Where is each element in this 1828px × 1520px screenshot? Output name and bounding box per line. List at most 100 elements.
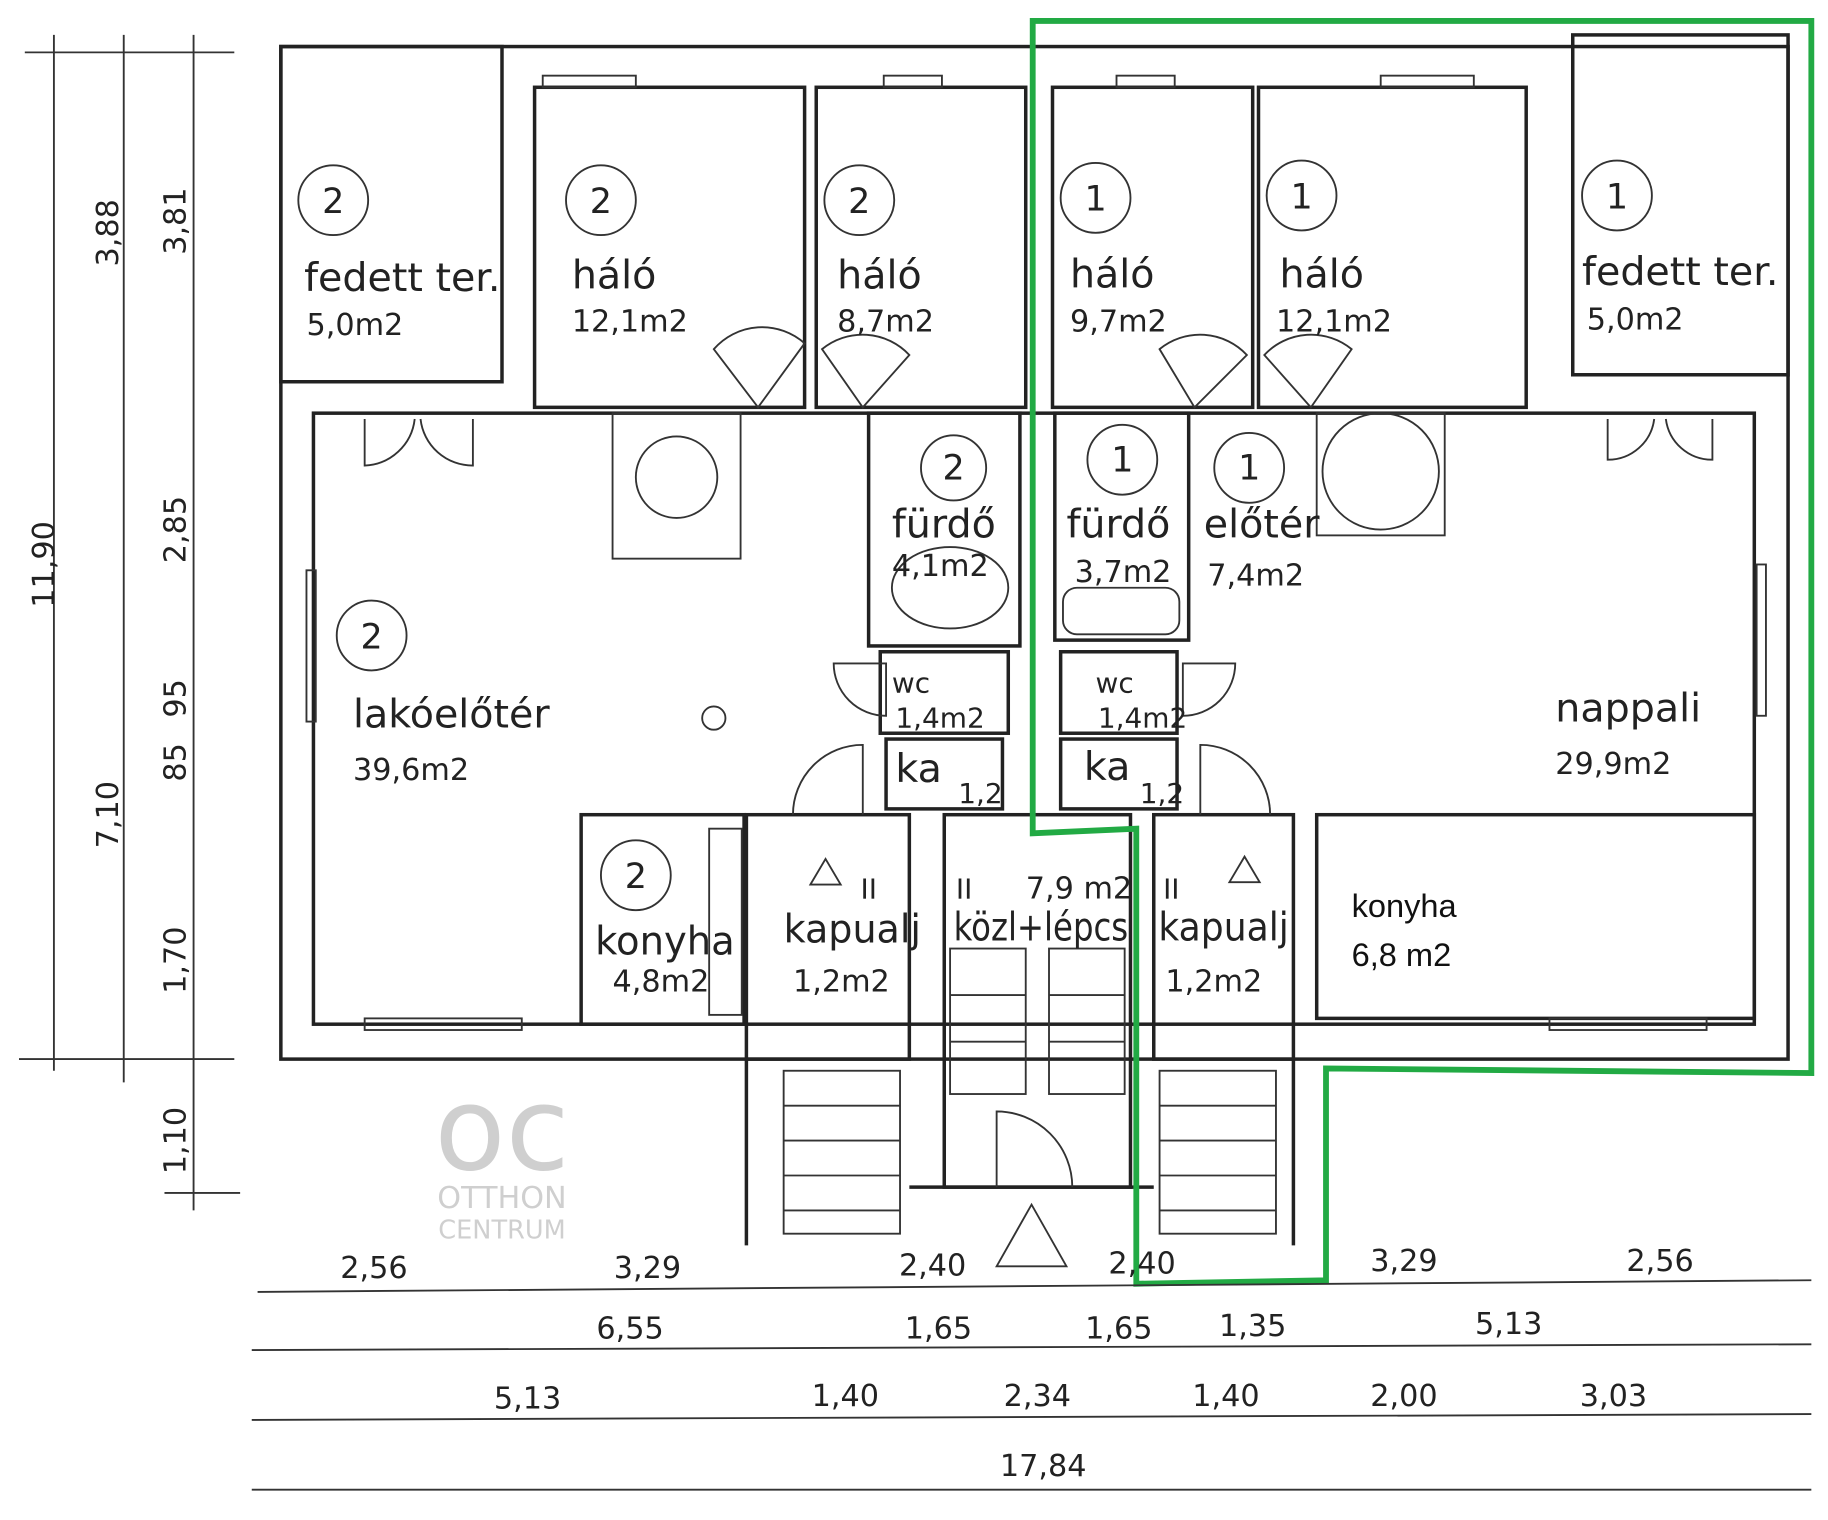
svg-text:oc: oc — [434, 1063, 569, 1198]
svg-text:1: 1 — [1606, 177, 1628, 217]
svg-text:2: 2 — [848, 182, 870, 222]
svg-text:konyha: konyha — [1352, 888, 1458, 924]
room-halo-2a: 2 háló 12,1m2 — [565, 164, 688, 340]
svg-text:2: 2 — [625, 857, 647, 897]
svg-text:2,40: 2,40 — [899, 1249, 966, 1284]
room-nappali: nappali 29,9m2 — [1555, 686, 1701, 782]
svg-text:1,10: 1,10 — [158, 1107, 193, 1174]
room-wc-2: wc 1,4m2 — [892, 666, 985, 734]
svg-text:3,81: 3,81 — [158, 187, 193, 254]
svg-text:9,7m2: 9,7m2 — [1070, 305, 1167, 340]
svg-text:háló: háló — [1070, 251, 1155, 297]
room-eloter-1: 1 előtér 7,4m2 — [1204, 432, 1320, 593]
svg-text:2,00: 2,00 — [1370, 1379, 1437, 1414]
svg-text:előtér: előtér — [1204, 502, 1320, 548]
svg-text:5,0m2: 5,0m2 — [1587, 302, 1684, 337]
apartment-highlight-outline — [1029, 18, 1815, 1287]
svg-text:1: 1 — [1084, 180, 1106, 220]
svg-text:3,29: 3,29 — [1370, 1244, 1437, 1279]
svg-text:fürdő: fürdő — [892, 502, 996, 548]
vertical-dimensions: 11,90 3,88 7,10 3,81 2,85 95 85 1,70 1,1… — [18, 34, 241, 1211]
svg-text:3,7m2: 3,7m2 — [1075, 555, 1172, 590]
room-ka-2: ka 1,2 — [895, 746, 1002, 810]
svg-text:fürdő: fürdő — [1066, 502, 1170, 548]
svg-text:7,9 m2: 7,9 m2 — [1026, 871, 1132, 906]
svg-text:6,8 m2: 6,8 m2 — [1352, 937, 1452, 973]
room-furdo-1: 1 fürdő 3,7m2 — [1066, 423, 1172, 590]
svg-text:OTTHON: OTTHON — [437, 1181, 566, 1216]
svg-text:17,84: 17,84 — [1000, 1449, 1087, 1484]
svg-text:1,4m2: 1,4m2 — [895, 701, 984, 734]
svg-text:11,90: 11,90 — [27, 521, 62, 608]
svg-text:2,34: 2,34 — [1004, 1379, 1071, 1414]
svg-text:2: 2 — [590, 182, 612, 222]
svg-text:fedett ter.: fedett ter. — [304, 255, 500, 301]
svg-text:1: 1 — [1111, 440, 1133, 480]
svg-text:4,1m2: 4,1m2 — [892, 549, 989, 584]
stairs — [611, 412, 1446, 1268]
room-kapualj-right: II kapualj 1,2m2 — [1158, 872, 1288, 999]
svg-text:6,55: 6,55 — [596, 1311, 663, 1346]
svg-text:ka: ka — [1084, 744, 1130, 790]
svg-text:wc: wc — [1096, 666, 1134, 699]
svg-text:lakóelőtér: lakóelőtér — [353, 691, 550, 737]
svg-text:2: 2 — [361, 617, 383, 657]
svg-text:1,2: 1,2 — [958, 777, 1002, 810]
svg-text:II: II — [1163, 872, 1179, 905]
svg-text:fedett ter.: fedett ter. — [1582, 249, 1778, 295]
svg-text:1: 1 — [1290, 177, 1312, 217]
svg-text:II: II — [956, 872, 972, 905]
svg-text:1,70: 1,70 — [158, 927, 193, 994]
svg-text:2: 2 — [942, 449, 964, 489]
svg-text:1,2m2: 1,2m2 — [793, 965, 890, 1000]
svg-text:3,29: 3,29 — [614, 1251, 681, 1286]
svg-text:háló: háló — [572, 253, 657, 299]
room-halo-2b: 2 háló 8,7m2 — [823, 164, 934, 340]
svg-text:közl+lépcs: közl+lépcs — [954, 904, 1129, 950]
svg-text:háló: háló — [1279, 251, 1364, 297]
svg-text:12,1m2: 12,1m2 — [1276, 305, 1392, 340]
windows — [305, 74, 1767, 1031]
svg-text:1,35: 1,35 — [1219, 1309, 1286, 1344]
room-fedett-ter-1: 1 fedett ter. 5,0m2 — [1581, 159, 1778, 337]
svg-text:2,85: 2,85 — [158, 496, 193, 563]
svg-text:1,2m2: 1,2m2 — [1165, 965, 1262, 1000]
svg-text:kapualj: kapualj — [1158, 904, 1288, 950]
svg-text:1,65: 1,65 — [905, 1311, 972, 1346]
svg-text:4,8m2: 4,8m2 — [613, 965, 710, 1000]
svg-text:7,10: 7,10 — [91, 781, 126, 848]
svg-text:95: 95 — [158, 679, 193, 717]
svg-text:1,40: 1,40 — [812, 1379, 879, 1414]
room-fedett-ter-2: 2 fedett ter. 5,0m2 — [297, 164, 501, 343]
annotation-konyha: konyha 6,8 m2 — [1352, 888, 1458, 973]
svg-text:7,4m2: 7,4m2 — [1207, 558, 1304, 593]
svg-text:háló: háló — [837, 253, 922, 299]
svg-text:3,03: 3,03 — [1580, 1379, 1647, 1414]
watermark-logo: oc OTTHON CENTRUM — [434, 1063, 569, 1246]
room-halo-1a: 1 háló 9,7m2 — [1059, 162, 1167, 340]
doors — [363, 326, 1714, 1188]
svg-text:8,7m2: 8,7m2 — [837, 305, 934, 340]
svg-text:5,13: 5,13 — [494, 1381, 561, 1416]
svg-text:kapualj: kapualj — [784, 907, 921, 953]
horizontal-dimensions: 2,56 3,29 2,40 2,40 3,29 2,56 6,55 1,65 … — [251, 1244, 1812, 1491]
room-kapualj-left: II kapualj 1,2m2 — [784, 872, 921, 999]
svg-text:3,88: 3,88 — [91, 199, 126, 266]
svg-text:1,40: 1,40 — [1192, 1379, 1259, 1414]
svg-text:ka: ka — [895, 746, 941, 792]
svg-text:12,1m2: 12,1m2 — [572, 305, 688, 340]
svg-text:1,2: 1,2 — [1140, 777, 1184, 810]
svg-text:29,9m2: 29,9m2 — [1555, 747, 1671, 782]
svg-text:85: 85 — [158, 743, 193, 782]
room-halo-1b: 1 háló 12,1m2 — [1265, 159, 1392, 340]
room-ka-1: ka 1,2 — [1084, 744, 1184, 810]
room-lakoeloter-2: 2 lakóelőtér 39,6m2 — [335, 599, 550, 788]
svg-text:2: 2 — [322, 182, 344, 222]
svg-text:1,65: 1,65 — [1085, 1311, 1152, 1346]
svg-text:5,0m2: 5,0m2 — [306, 308, 403, 343]
svg-text:1,4m2: 1,4m2 — [1098, 701, 1187, 734]
svg-text:2,40: 2,40 — [1108, 1246, 1175, 1281]
svg-text:39,6m2: 39,6m2 — [353, 753, 469, 788]
svg-text:konyha: konyha — [595, 918, 735, 964]
room-kozl-lepcso: II 7,9 m2 közl+lépcs — [954, 871, 1133, 950]
